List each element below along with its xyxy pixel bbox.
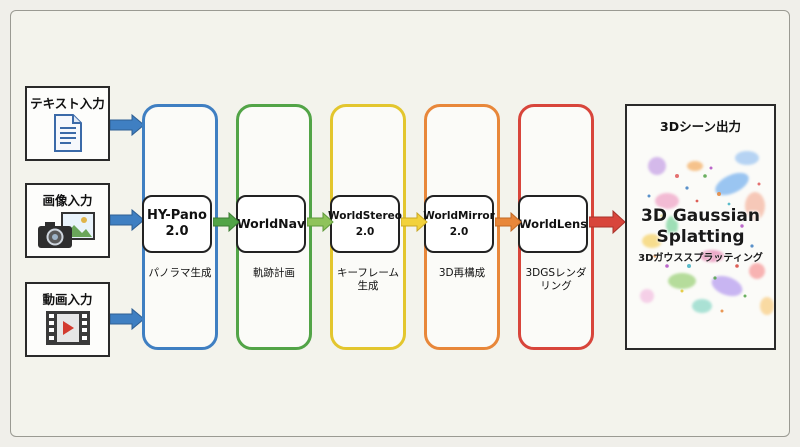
- input-video-label: 動画入力: [42, 292, 93, 307]
- node-worldmirror: WorldMirror 2.0: [423, 195, 495, 253]
- arrow-nav-to-stereo: [307, 212, 334, 232]
- arrow-mirror-to-lens: [495, 212, 522, 232]
- video-icon: [45, 311, 90, 345]
- input-arrow-video: [110, 307, 145, 331]
- stage-worldnav: WorldNav 軌跡計画: [236, 104, 312, 350]
- output-main-label: 3D Gaussian Splatting: [640, 206, 761, 247]
- node-worldlens: WorldLens: [518, 195, 588, 253]
- input-arrow-image: [110, 208, 145, 232]
- camera-image-icon: [37, 212, 95, 248]
- input-video-box: 動画入力: [25, 282, 110, 357]
- node-worldstereo: WorldStereo 2.0: [328, 195, 402, 253]
- input-image-label: 画像入力: [42, 193, 93, 208]
- output-panel: 3Dシーン出力: [625, 104, 776, 350]
- caption-worldmirror: 3D再構成: [438, 267, 486, 279]
- output-sub-label: 3Dガウススプラッティング: [638, 253, 763, 264]
- arrow-pano-to-nav: [213, 212, 240, 232]
- stage-worldlens: WorldLens 3DGSレンダ リング: [518, 104, 594, 350]
- stage-hy-pano: HY-Pano 2.0 パノラマ生成: [142, 104, 218, 350]
- document-icon: [53, 114, 82, 152]
- input-text-box: テキスト入力: [25, 86, 110, 161]
- arrow-stereo-to-mirror: [401, 212, 428, 232]
- caption-worldnav: 軌跡計画: [253, 267, 295, 279]
- input-arrow-text: [110, 113, 145, 137]
- output-title: 3Dシーン出力: [660, 119, 741, 134]
- gaussian-splat-cloud-image: [640, 151, 774, 315]
- stage-worldmirror: WorldMirror 2.0 3D再構成: [423, 104, 500, 350]
- caption-hy-pano: パノラマ生成: [148, 267, 212, 279]
- node-hy-pano: HY-Pano 2.0: [142, 195, 212, 253]
- node-worldnav: WorldNav: [236, 195, 306, 253]
- caption-worldlens: 3DGSレンダ リング: [525, 267, 587, 292]
- input-image-box: 画像入力: [25, 183, 110, 258]
- input-text-label: テキスト入力: [30, 96, 105, 111]
- stage-worldstereo: WorldStereo 2.0 キーフレーム 生成: [328, 104, 406, 350]
- caption-worldstereo: キーフレーム 生成: [336, 267, 400, 292]
- arrow-lens-to-output: [589, 209, 626, 235]
